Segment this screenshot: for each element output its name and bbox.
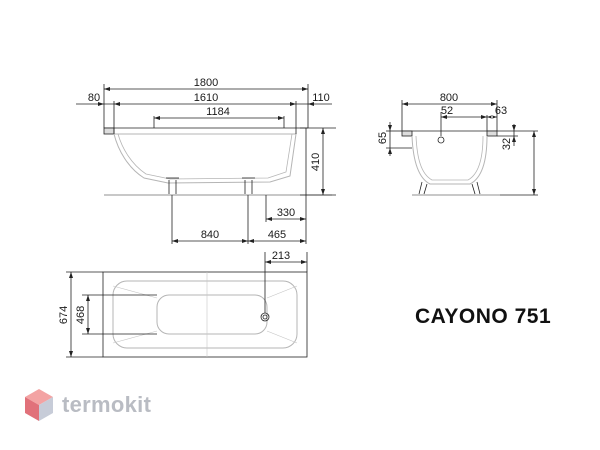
top-drain-circle xyxy=(260,312,270,322)
dim-32: 32 xyxy=(501,138,513,150)
dim-110: 110 xyxy=(312,92,330,104)
model-name: CAYONO 751 xyxy=(415,305,552,328)
end-leg-left xyxy=(418,181,428,195)
side-view xyxy=(76,84,336,244)
end-tub-body xyxy=(411,135,488,185)
top-view xyxy=(66,252,308,358)
brand-name: termokit xyxy=(62,392,152,417)
dim-1610: 1610 xyxy=(194,92,218,104)
end-rim-lip-right xyxy=(486,130,498,137)
top-drain-inner xyxy=(262,314,268,320)
end-rim-lip-left xyxy=(401,130,413,137)
dim-63: 63 xyxy=(495,105,507,117)
end-drain-circle xyxy=(437,136,445,144)
end-leg-right xyxy=(471,181,481,195)
top-outer-rim xyxy=(102,271,308,358)
dim-800: 800 xyxy=(440,92,458,104)
end-view xyxy=(386,100,538,196)
dim-65: 65 xyxy=(377,132,389,144)
dim-410: 410 xyxy=(310,153,322,171)
dim-330: 330 xyxy=(277,207,295,219)
side-tub-inner xyxy=(117,133,293,180)
dim-674: 674 xyxy=(58,306,70,324)
dim-213: 213 xyxy=(272,250,290,262)
side-tub-body xyxy=(113,133,297,184)
side-rim-lip xyxy=(103,127,115,135)
side-arrowheads xyxy=(98,87,325,243)
dim-52: 52 xyxy=(441,105,453,117)
dim-1800: 1800 xyxy=(194,77,218,89)
top-tub-floor xyxy=(156,294,268,335)
end-arrowheads xyxy=(388,102,536,195)
dim-465: 465 xyxy=(268,229,286,241)
dim-1184: 1184 xyxy=(206,106,230,118)
cube-icon xyxy=(25,389,53,421)
end-tub-inner xyxy=(415,135,484,181)
dim-468: 468 xyxy=(75,306,87,324)
top-tub-outline xyxy=(112,280,298,349)
side-leg-left xyxy=(166,177,179,194)
dim-80: 80 xyxy=(88,92,100,104)
top-arrowheads xyxy=(69,260,307,357)
side-leg-right xyxy=(242,177,255,194)
dim-840: 840 xyxy=(201,229,219,241)
brand-logo[interactable]: termokit xyxy=(24,383,151,427)
